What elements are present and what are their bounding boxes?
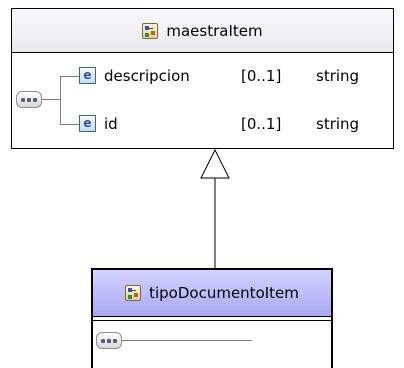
child-type-name: tipoDocumentoItem [149, 284, 299, 302]
element-connector-line [60, 124, 79, 125]
parent-type-header[interactable]: maestraItem [12, 9, 393, 53]
sequence-icon[interactable] [96, 332, 122, 349]
sequence-branch-line [60, 76, 61, 124]
hollow-triangle-arrow-icon [200, 148, 230, 179]
child-header-divider [93, 320, 331, 321]
element-cardinality: [0..1] [241, 67, 282, 85]
element-type: string [316, 67, 360, 85]
sequence-connector-line [122, 340, 252, 341]
element-type: string [316, 115, 360, 133]
element-name[interactable]: descripcion [104, 67, 190, 85]
sequence-icon[interactable] [16, 91, 42, 108]
child-type-header[interactable]: tipoDocumentoItem [93, 270, 331, 317]
element-cardinality: [0..1] [241, 115, 282, 133]
element-icon: e [79, 115, 96, 132]
element-name[interactable]: id [104, 115, 118, 133]
complex-type-icon [142, 22, 159, 39]
parent-type-box[interactable]: maestraItem [11, 8, 394, 149]
parent-type-name: maestraItem [166, 21, 263, 40]
sequence-connector-line [42, 99, 60, 100]
element-connector-line [60, 76, 79, 77]
element-icon: e [79, 67, 96, 84]
complex-type-icon [125, 285, 142, 301]
child-type-box[interactable]: tipoDocumentoItem [91, 268, 333, 368]
